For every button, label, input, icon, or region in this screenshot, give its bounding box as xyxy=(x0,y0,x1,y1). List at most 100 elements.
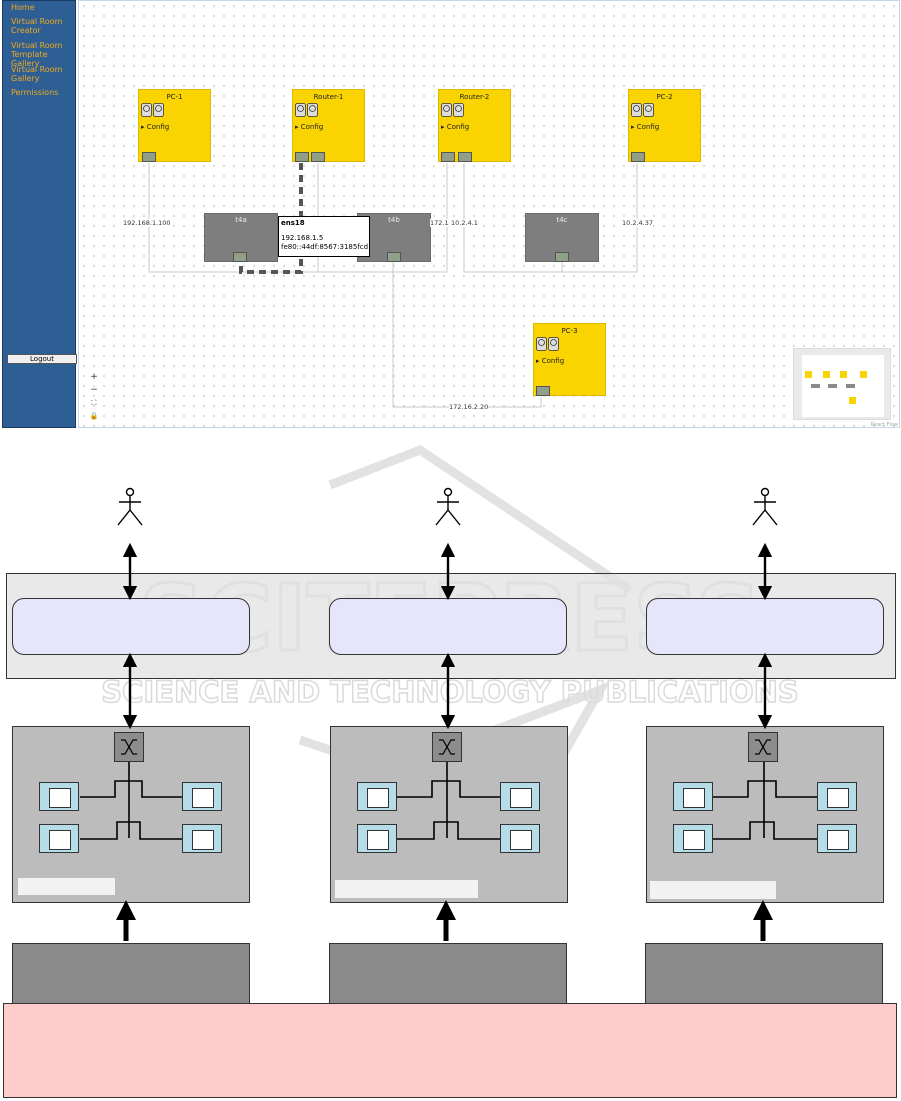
interface-box-3 xyxy=(646,598,884,655)
config-toggle[interactable]: ▸ Config xyxy=(141,123,170,131)
react-flow-attribution[interactable]: React Flow xyxy=(870,422,898,428)
virtual-room-app: Home Virtual Room Creator Virtual Room T… xyxy=(0,0,901,430)
nav-virtual-room-gallery[interactable]: Virtual Room Gallery xyxy=(11,65,63,83)
host-icon xyxy=(357,824,397,853)
ip-label: 10.2.4.37 xyxy=(622,219,654,227)
ip-label: 192.168.1.100 xyxy=(123,219,171,227)
host-icon xyxy=(673,782,713,811)
node-title: PC-1 xyxy=(166,93,183,101)
ip-label: 172.1 xyxy=(430,219,449,227)
config-toggle[interactable]: ▸ Config xyxy=(536,357,565,365)
node-pc-3[interactable]: PC-3 ▸ Config xyxy=(533,323,606,396)
host-icon xyxy=(357,782,397,811)
node-router-1[interactable]: Router-1 ▸ Config xyxy=(292,89,365,162)
network-wiring-2 xyxy=(397,761,500,840)
port-icon[interactable] xyxy=(631,152,645,162)
node-title: Router-1 xyxy=(313,93,344,101)
host-icon xyxy=(817,782,857,811)
host-icon xyxy=(500,782,540,811)
disk-icon xyxy=(295,103,318,117)
switch-t4c[interactable]: t4c xyxy=(525,213,599,262)
logout-button[interactable]: Logout xyxy=(7,354,77,364)
node-pc-1[interactable]: PC-1 ▸ Config xyxy=(138,89,211,162)
disk-icon xyxy=(441,103,464,117)
config-toggle[interactable]: ▸ Config xyxy=(631,123,660,131)
node-title: Router-2 xyxy=(459,93,490,101)
switch-t4a[interactable]: t4a xyxy=(204,213,278,262)
ip-label: 172.16.2.20 xyxy=(449,403,489,411)
minimap-node xyxy=(840,371,847,378)
minimap-switch xyxy=(846,384,855,388)
minimap-switch xyxy=(828,384,837,388)
minimap-node xyxy=(823,371,830,378)
port-icon[interactable] xyxy=(441,152,455,162)
interface-box-2 xyxy=(329,598,567,655)
disk-icon xyxy=(536,337,559,351)
user-icon xyxy=(435,487,461,526)
edge-router2-pc2[interactable] xyxy=(463,163,638,273)
port-icon[interactable] xyxy=(387,252,401,262)
host-icon xyxy=(500,824,540,853)
host-icon xyxy=(39,824,79,853)
host-icon xyxy=(182,824,222,853)
sidebar: Home Virtual Room Creator Virtual Room T… xyxy=(2,0,77,428)
node-router-2[interactable]: Router-2 ▸ Config xyxy=(438,89,511,162)
panel-label-box xyxy=(18,878,115,895)
port-icon[interactable] xyxy=(458,152,472,162)
zoom-in-button[interactable]: + xyxy=(90,372,98,382)
lock-icon[interactable]: 🔒 xyxy=(89,412,99,420)
ip-label: 10.2.4.1 xyxy=(451,219,478,227)
nav-virtual-room-creator[interactable]: Virtual Room Creator xyxy=(11,17,63,35)
network-wiring-3 xyxy=(713,761,817,840)
config-toggle[interactable]: ▸ Config xyxy=(295,123,324,131)
tooltip-ipv4: 192.168.1.5 xyxy=(281,234,324,242)
nav-permissions[interactable]: Permissions xyxy=(11,88,59,97)
platform-layer xyxy=(3,1003,897,1098)
edge-t4b-pc3[interactable] xyxy=(392,262,542,408)
node-title: PC-3 xyxy=(561,327,578,335)
nav-template-gallery[interactable]: Virtual Room Template Gallery xyxy=(11,41,63,68)
switch-icon xyxy=(114,732,144,762)
panel-label-box xyxy=(650,881,776,899)
port-icon[interactable] xyxy=(295,152,309,162)
port-icon[interactable] xyxy=(142,152,156,162)
disk-icon xyxy=(141,103,164,117)
disk-icon xyxy=(631,103,654,117)
switch-title: t4a xyxy=(235,216,247,224)
diagram-lines xyxy=(80,487,817,941)
network-wiring-1 xyxy=(80,761,182,840)
node-title: PC-2 xyxy=(656,93,673,101)
port-icon[interactable] xyxy=(555,252,569,262)
node-pc-2[interactable]: PC-2 ▸ Config xyxy=(628,89,701,162)
config-toggle[interactable]: ▸ Config xyxy=(441,123,470,131)
fit-view-button[interactable]: ⛶ xyxy=(91,399,97,407)
host-icon xyxy=(39,782,79,811)
minimap-node xyxy=(849,397,856,404)
infrastructure-block-3 xyxy=(645,943,883,1005)
zoom-out-button[interactable]: − xyxy=(90,385,98,395)
host-icon xyxy=(673,824,713,853)
host-icon xyxy=(182,782,222,811)
minimap-node xyxy=(805,371,812,378)
port-icon[interactable] xyxy=(311,152,325,162)
tooltip-ipv6: fe80::44df:8567:3185fcd xyxy=(281,243,369,251)
interface-tooltip: ens18 192.168.1.5 fe80::44df:8567:3185fc… xyxy=(278,216,370,257)
switch-title: t4c xyxy=(556,216,568,224)
nav-home[interactable]: Home xyxy=(11,3,35,12)
host-icon xyxy=(817,824,857,853)
minimap[interactable] xyxy=(793,348,891,420)
user-icon xyxy=(117,487,143,526)
minimap-switch xyxy=(811,384,820,388)
user-icon xyxy=(752,487,778,526)
switch-title: t4b xyxy=(388,216,400,224)
minimap-node xyxy=(860,371,867,378)
port-icon[interactable] xyxy=(233,252,247,262)
edge-router2-net[interactable] xyxy=(318,163,448,273)
switch-icon xyxy=(432,732,462,762)
switch-icon xyxy=(748,732,778,762)
panel-label-box xyxy=(335,880,478,898)
port-icon[interactable] xyxy=(536,386,550,396)
edges-layer xyxy=(148,163,638,408)
tooltip-name: ens18 xyxy=(281,219,305,227)
infrastructure-block-2 xyxy=(329,943,567,1005)
